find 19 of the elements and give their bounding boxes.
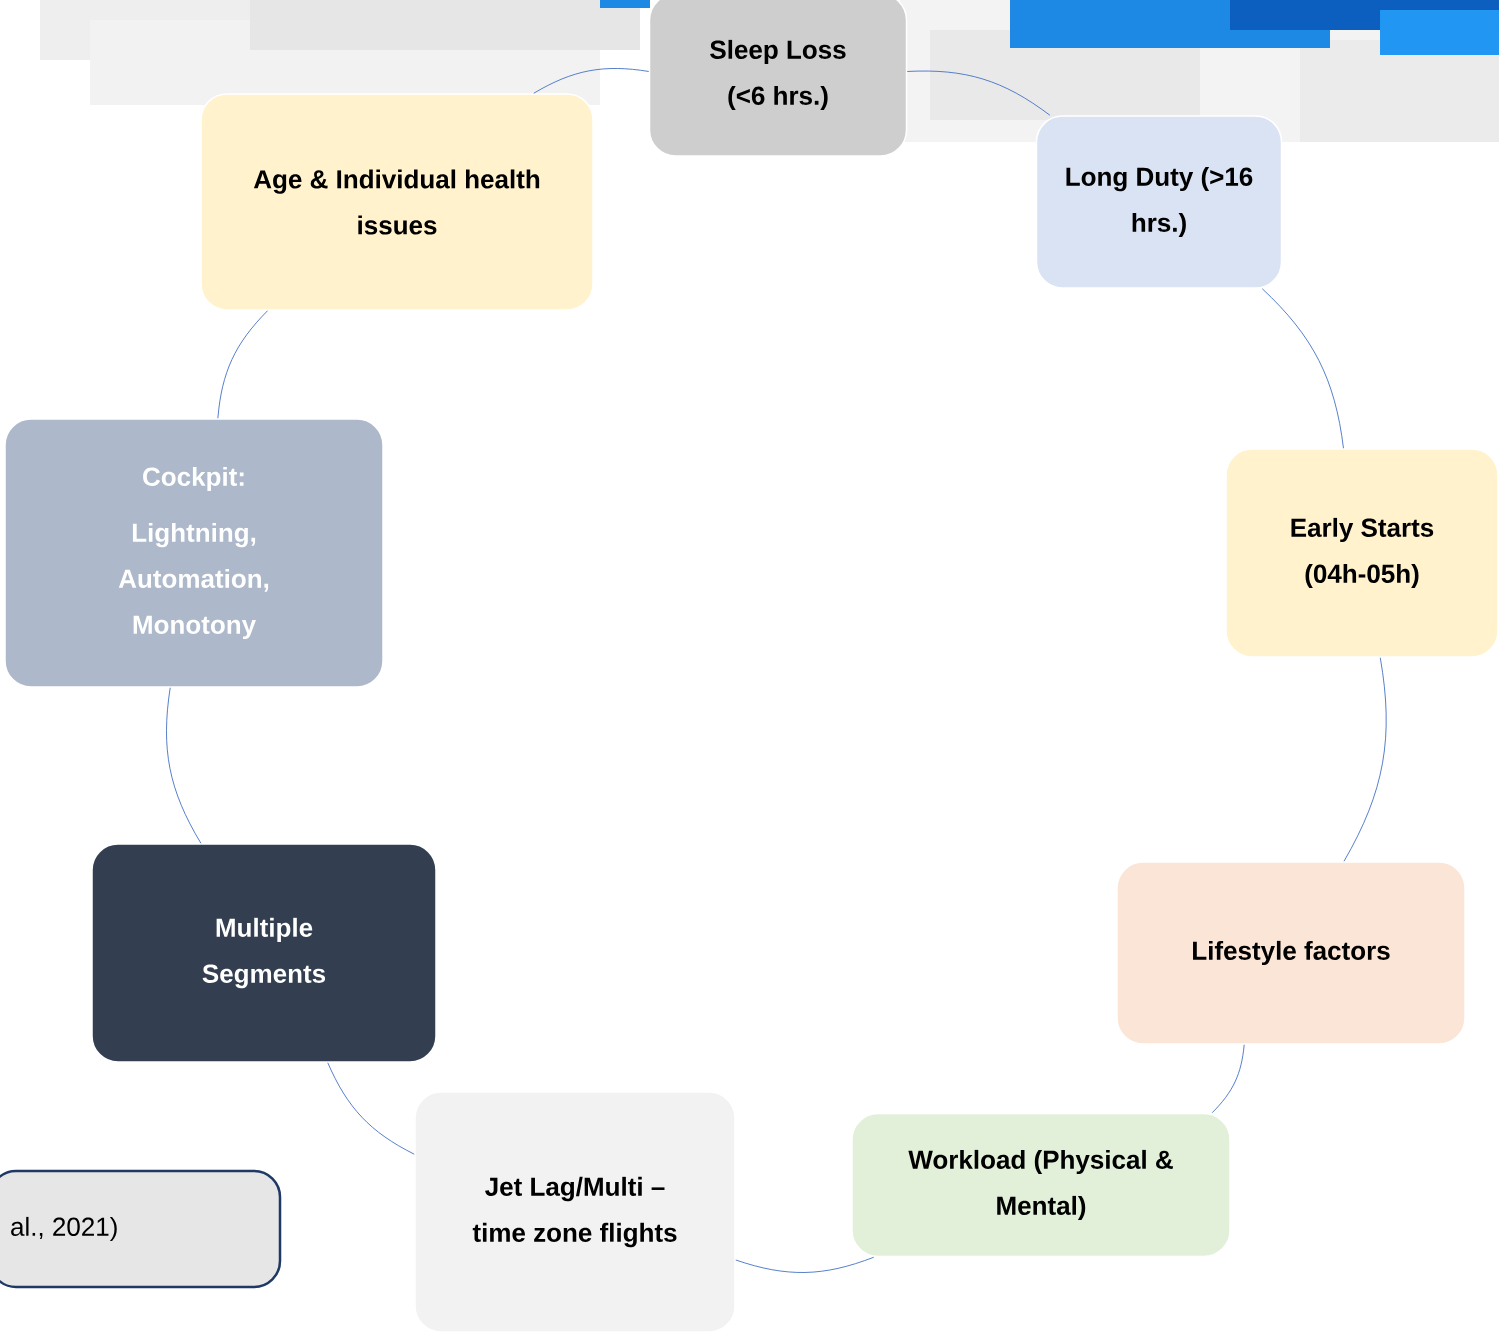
connector-arc — [1211, 1044, 1245, 1114]
citation-box: al., 2021) — [0, 1169, 282, 1289]
rounded-box: Workload (Physical & Mental) — [851, 1112, 1231, 1258]
connector-arc — [166, 687, 202, 844]
rounded-box: Long Duty (>16 hrs.) — [1035, 115, 1283, 289]
connector-arc — [1261, 288, 1344, 449]
connector-arc — [906, 70, 1051, 116]
rounded-box: Cockpit: Lightning, Automation, Monotony — [4, 418, 384, 688]
rounded-box: Early Starts (04h-05h) — [1225, 448, 1499, 658]
rounded-box: Lifestyle factors — [1116, 861, 1466, 1045]
connector-arc — [217, 310, 268, 419]
rounded-box: Multiple Segments — [91, 843, 437, 1063]
rounded-box: Sleep Loss (<6 hrs.) — [648, 0, 908, 157]
connector-arc — [327, 1062, 415, 1155]
connector-arc — [1343, 657, 1387, 862]
rounded-box: Jet Lag/Multi – time zone flights — [414, 1091, 736, 1332]
rounded-box: Age & Individual health issues — [200, 93, 594, 311]
connector-arc — [533, 68, 650, 94]
connector-arc — [735, 1256, 875, 1273]
